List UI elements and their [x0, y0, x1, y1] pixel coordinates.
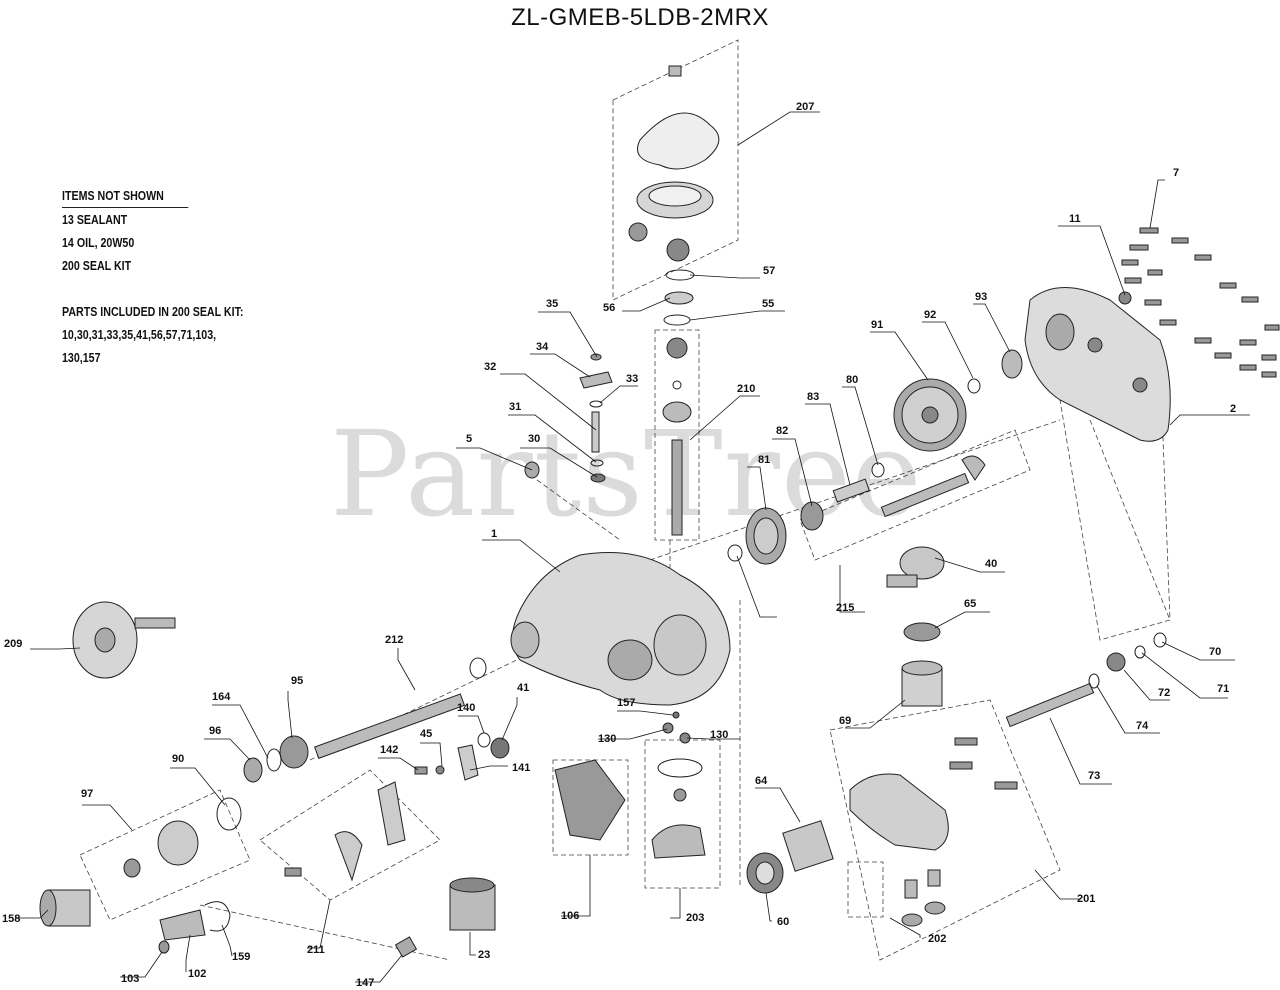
callout-label: 80 [846, 374, 858, 386]
callout-label: 11 [1069, 213, 1081, 225]
callout-label: 92 [924, 309, 936, 321]
callout-label: 71 [1217, 683, 1229, 695]
callout-label: 207 [796, 101, 814, 113]
callout-label: 212 [385, 634, 403, 646]
callout-label: 91 [871, 319, 883, 331]
callout-label: 210 [737, 383, 755, 395]
callout-label: 102 [188, 968, 206, 980]
callout-label: 57 [763, 265, 775, 277]
callout-label: 202 [928, 933, 946, 945]
callout-label: 60 [777, 916, 789, 928]
callout-label: 56 [603, 302, 615, 314]
notes-block: ITEMS NOT SHOWN 13 SEALANT 14 OIL, 20W50… [62, 184, 243, 369]
callout-label: 64 [755, 775, 768, 787]
callout-label: 31 [509, 401, 521, 413]
callout-label: 157 [617, 697, 635, 709]
callout-label: 106 [561, 910, 579, 922]
callout-label: 95 [291, 675, 303, 687]
callout-label: 96 [209, 725, 221, 737]
kit-header: PARTS INCLUDED IN 200 SEAL KIT: [62, 304, 244, 319]
notes-header: ITEMS NOT SHOWN [62, 184, 189, 208]
callout-label: 2 [1230, 403, 1236, 415]
note-line: 14 OIL, 20W50 [62, 235, 135, 250]
callout-label: 40 [985, 558, 997, 570]
callout-label: 142 [380, 744, 398, 756]
callout-label: 211 [307, 944, 325, 956]
callout-label: 23 [478, 949, 490, 961]
callout-label: 103 [121, 973, 139, 985]
callout-label: 90 [172, 753, 184, 765]
note-line: 13 SEALANT [62, 212, 128, 227]
callout-label: 81 [758, 454, 770, 466]
callout-label: 97 [81, 788, 93, 800]
parts [39, 65, 1280, 958]
kit-line: 130,157 [62, 350, 101, 365]
callout-label: 55 [762, 298, 774, 310]
callout-label: 130 [598, 733, 616, 745]
page-title: ZL-GMEB-5LDB-2MRX [511, 4, 769, 31]
callout-labels: 207 57 56 55 35 34 33 32 31 30 5 210 1 7… [2, 101, 1236, 989]
callout-label: 5 [466, 433, 472, 445]
callout-label: 93 [975, 291, 987, 303]
callout-label: 147 [356, 977, 374, 989]
callout-label: 32 [484, 361, 496, 373]
callout-label: 82 [776, 425, 788, 437]
callout-label: 130 [710, 729, 728, 741]
dashed-groups [79, 39, 1171, 961]
callout-label: 7 [1173, 167, 1179, 179]
callout-label: 158 [2, 913, 20, 925]
callout-label: 73 [1088, 770, 1100, 782]
callout-label: 65 [964, 598, 976, 610]
callout-label: 1 [491, 528, 497, 540]
callout-label: 69 [839, 715, 851, 727]
callout-label: 159 [232, 951, 250, 963]
callout-label: 201 [1077, 893, 1095, 905]
callout-label: 140 [457, 702, 475, 714]
kit-line: 10,30,31,33,35,41,56,57,71,103, [62, 327, 217, 342]
callout-label: 41 [517, 682, 529, 694]
callout-label: 72 [1158, 687, 1170, 699]
callout-label: 141 [512, 762, 530, 774]
callout-label: 45 [420, 728, 432, 740]
callout-label: 30 [528, 433, 540, 445]
note-line: 200 SEAL KIT [62, 258, 132, 273]
callout-label: 35 [546, 298, 558, 310]
callout-label: 215 [836, 602, 854, 614]
leader-lines [15, 111, 1250, 983]
callout-label: 203 [686, 912, 704, 924]
callout-label: 70 [1209, 646, 1221, 658]
callout-label: 164 [212, 691, 231, 703]
callout-label: 74 [1136, 720, 1149, 732]
callout-label: 209 [4, 638, 22, 650]
callout-label: 83 [807, 391, 819, 403]
callout-label: 33 [626, 373, 638, 385]
callout-label: 34 [536, 341, 549, 353]
